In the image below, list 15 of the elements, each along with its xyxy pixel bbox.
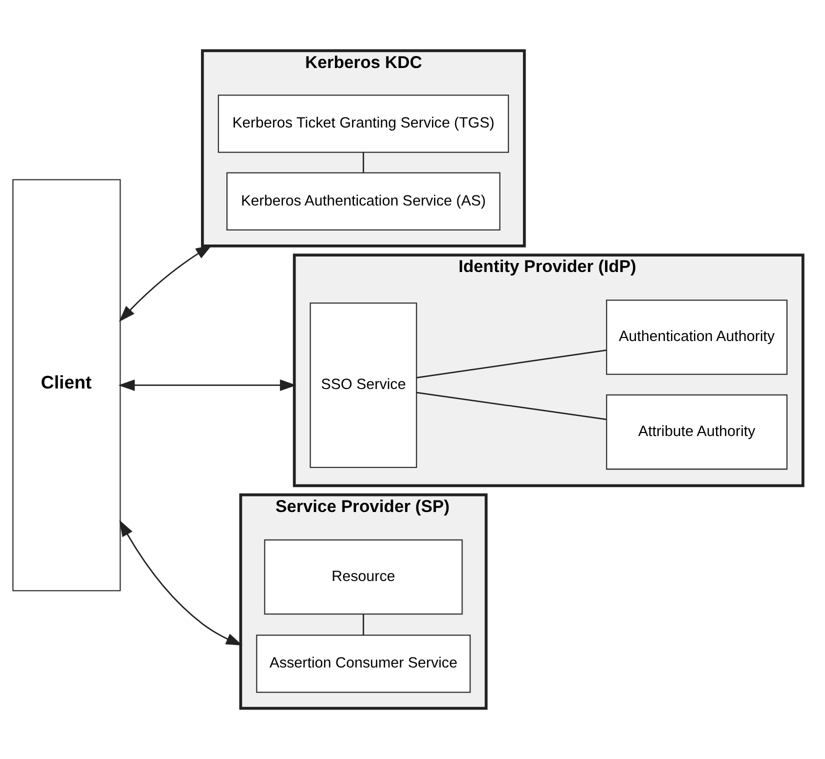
node-box: Assertion Consumer Service	[256, 634, 471, 693]
node-box: Authentication Authority	[606, 300, 788, 375]
connector	[416, 350, 607, 378]
node-box: Client	[12, 179, 121, 592]
node-box: Resource	[264, 539, 463, 615]
arrow	[118, 379, 296, 391]
arrow	[119, 520, 243, 646]
node-box: Kerberos Authentication Service (AS)	[226, 172, 500, 230]
node-box: Kerberos Ticket Granting Service (TGS)	[218, 94, 509, 153]
connector	[362, 152, 364, 173]
connector	[362, 614, 364, 635]
node-box: SSO Service	[310, 302, 418, 468]
connector	[416, 392, 607, 420]
arrow	[118, 244, 212, 322]
node-box: Attribute Authority	[606, 394, 788, 470]
